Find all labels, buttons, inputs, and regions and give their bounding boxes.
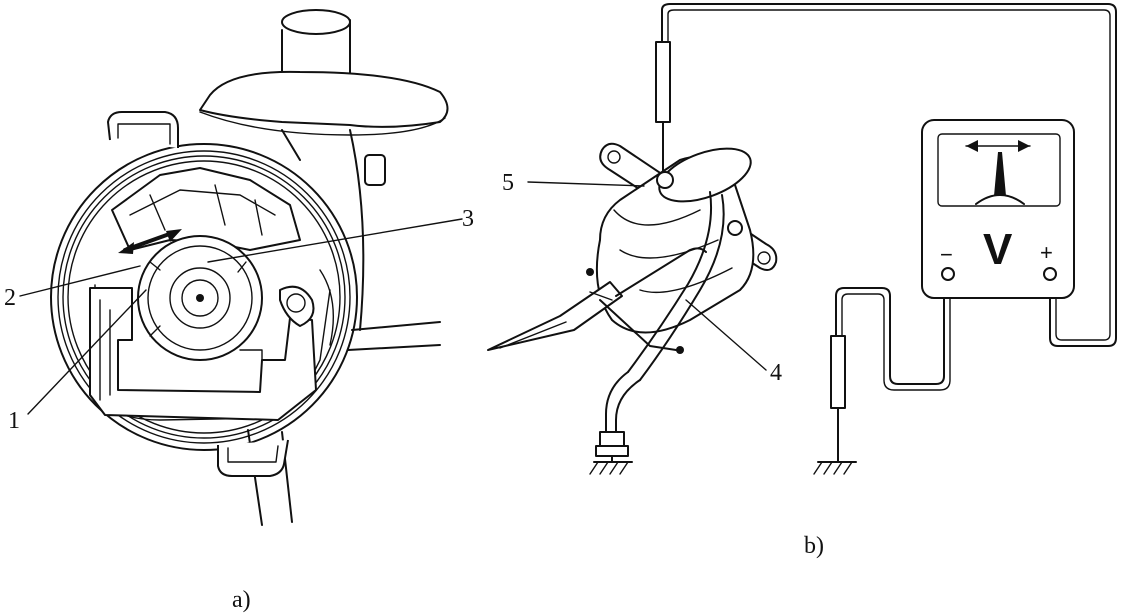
caption-b: b) (804, 533, 824, 559)
callout-4: 4 (770, 360, 782, 386)
meter-dial (937, 133, 1061, 207)
ground-symbol-meter (813, 461, 857, 475)
leader-2 (19, 265, 141, 297)
leader-5 (527, 181, 645, 187)
minus-terminal (941, 267, 955, 281)
caption-a: a) (232, 587, 251, 613)
panel-b-leaders (527, 181, 767, 371)
probe-resistor-ground (830, 335, 846, 409)
panel-a-leaders (19, 218, 463, 415)
plus-sign: + (1040, 240, 1053, 265)
callout-5: 5 (502, 170, 514, 196)
ignition-coil (487, 142, 778, 475)
voltmeter (921, 119, 1075, 299)
leader-1 (27, 289, 147, 415)
callout-2: 2 (4, 285, 16, 311)
leader-4 (685, 299, 767, 371)
plus-terminal (1043, 267, 1057, 281)
meter-needle (994, 152, 1006, 196)
ground-symbol-coil (589, 461, 633, 475)
leader-3 (207, 218, 463, 263)
voltmeter-symbol: V (983, 225, 1013, 274)
panel-b-wiring (655, 3, 1117, 475)
probe-resistor-top (655, 41, 671, 123)
panel-a-distributor (50, 9, 449, 526)
minus-sign: − (940, 242, 953, 267)
callout-1: 1 (8, 408, 20, 434)
callout-3: 3 (462, 206, 474, 232)
